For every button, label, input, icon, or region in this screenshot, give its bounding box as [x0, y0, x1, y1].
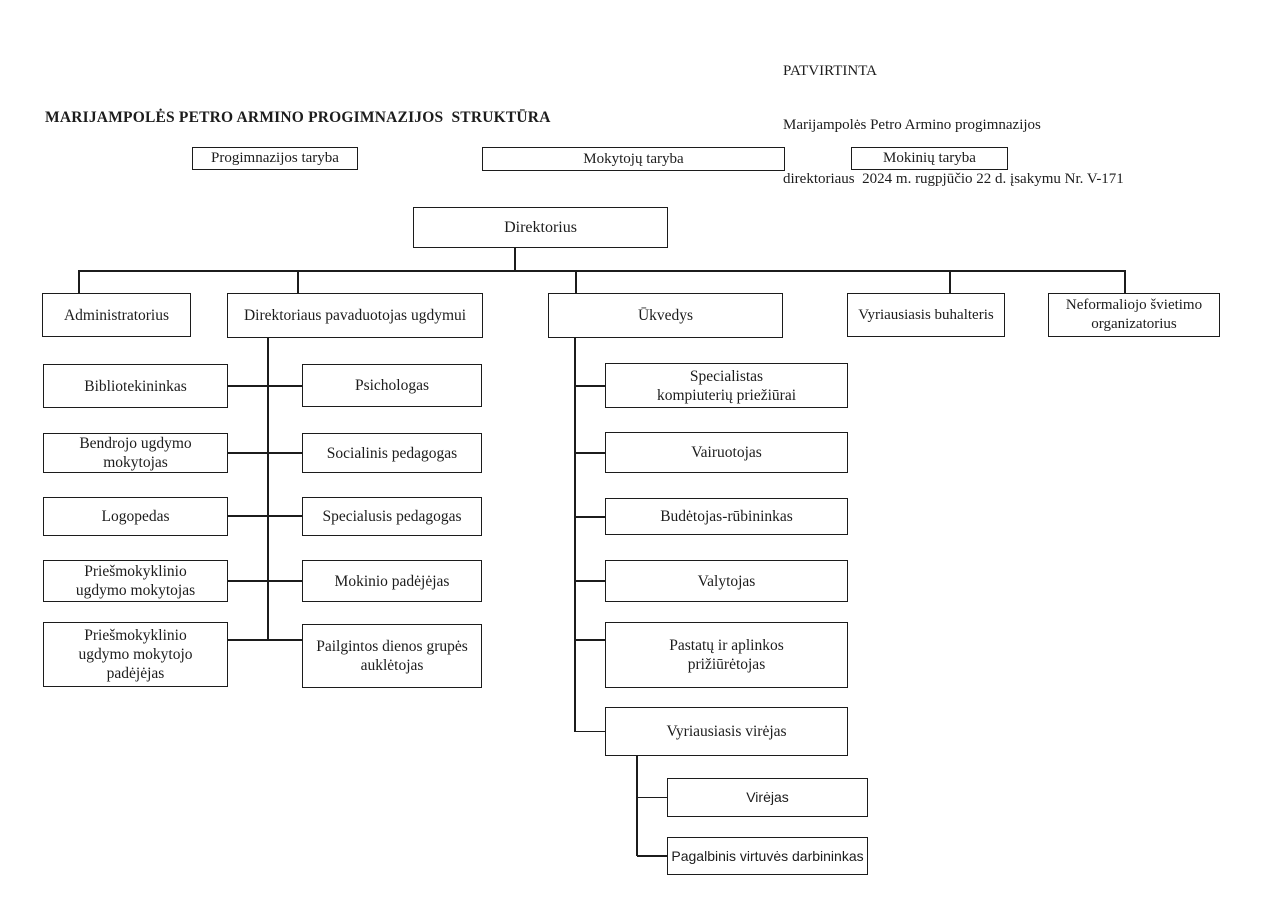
org-box-priesmokyklinio-ugdymo-mokytojo-padejejas: Priešmokyklinio ugdymo mokytojo padėjėja…	[43, 622, 228, 687]
connector-trunk-virejas	[636, 756, 638, 856]
connector-row-priesmokyklinio	[228, 580, 302, 582]
org-box-socialinis-pedagogas: Socialinis pedagogas	[302, 433, 482, 473]
connector-row-bendrojo	[228, 452, 302, 454]
org-box-neformaliojo-svietimo-organizatorius: Neformaliojo švietimo organizatorius	[1048, 293, 1220, 337]
connector-main-horizontal	[78, 270, 1126, 272]
org-box-bibliotekininkas: Bibliotekininkas	[43, 364, 228, 408]
connector-drop-ukvedys	[575, 270, 577, 294]
org-box-pastatu-ir-aplinkos-priziuretojas: Pastatų ir aplinkos prižiūrėtojas	[605, 622, 848, 688]
connector-stub-valytojas	[575, 580, 605, 582]
org-box-vyriausiasis-virejas: Vyriausiasis virėjas	[605, 707, 848, 756]
org-box-progimnazijos-taryba: Progimnazijos taryba	[192, 147, 358, 170]
org-box-administratorius: Administratorius	[42, 293, 191, 337]
connector-drop-buhalteris	[949, 270, 951, 294]
org-box-mokinio-padejejas: Mokinio padėjėjas	[302, 560, 482, 602]
approval-line-3: direktoriaus 2024 m. rugpjūčio 22 d. įsa…	[783, 171, 1124, 187]
org-box-specialusis-pedagogas: Specialusis pedagogas	[302, 497, 482, 536]
org-box-priesmokyklinio-ugdymo-mokytojas: Priešmokyklinio ugdymo mokytojas	[43, 560, 228, 602]
connector-stub-specialistas	[575, 385, 605, 387]
connector-stub-pastatu	[575, 639, 605, 641]
org-box-pavaduotojas-ugdymui: Direktoriaus pavaduotojas ugdymui	[227, 293, 483, 338]
connector-stub-budetojas	[575, 516, 605, 518]
connector-direktorius-drop	[514, 248, 516, 271]
org-box-ukvedys: Ūkvedys	[548, 293, 783, 338]
org-box-specialistas-kompiuteriu-prieziurai: Specialistas kompiuterių priežiūrai	[605, 363, 848, 408]
connector-row-logopedas	[228, 515, 302, 517]
connector-stub-virejas	[637, 796, 667, 799]
connector-drop-neformaliojo	[1124, 270, 1126, 294]
connector-drop-pavaduotojas	[297, 270, 299, 294]
page-title: MARIJAMPOLĖS PETRO ARMINO PROGIMNAZIJOS …	[45, 109, 551, 126]
org-box-mokiniu-taryba: Mokinių taryba	[851, 147, 1008, 170]
connector-stub-vairuotojas	[575, 452, 605, 454]
org-box-vairuotojas: Vairuotojas	[605, 432, 848, 473]
approval-line-1: PATVIRTINTA	[783, 63, 878, 79]
connector-stub-pagalbinis	[637, 855, 667, 857]
approval-line-2: Marijampolės Petro Armino progimnazijos	[783, 117, 1041, 133]
org-box-budetojas-rubininkas: Budėtojas-rūbininkas	[605, 498, 848, 535]
approval-note: PATVIRTINTA Marijampolės Petro Armino pr…	[783, 26, 1124, 224]
org-box-bendrojo-ugdymo-mokytojas: Bendrojo ugdymo mokytojas	[43, 433, 228, 473]
org-box-direktorius: Direktorius	[413, 207, 668, 248]
org-box-pailgintos-dienos-grupes-aukletojas: Pailgintos dienos grupės auklėtojas	[302, 624, 482, 688]
org-box-logopedas: Logopedas	[43, 497, 228, 536]
connector-stub-vyr-virejas	[575, 730, 605, 733]
connector-row-bibliotekininkas	[228, 385, 302, 387]
connector-trunk-pavaduotojas	[267, 338, 269, 641]
org-box-mokytoju-taryba: Mokytojų taryba	[482, 147, 785, 171]
connector-trunk-ukvedys	[574, 338, 576, 732]
org-box-psichologas: Psichologas	[302, 364, 482, 407]
org-box-vyriausiasis-buhalteris: Vyriausiasis buhalteris	[847, 293, 1005, 337]
connector-row-padejejas	[228, 639, 302, 641]
connector-drop-administratorius	[78, 270, 80, 294]
org-box-pagalbinis-virtuves-darbininkas: Pagalbinis virtuvės darbininkas	[667, 837, 868, 875]
org-box-virejas: Virėjas	[667, 778, 868, 817]
org-box-valytojas: Valytojas	[605, 560, 848, 602]
